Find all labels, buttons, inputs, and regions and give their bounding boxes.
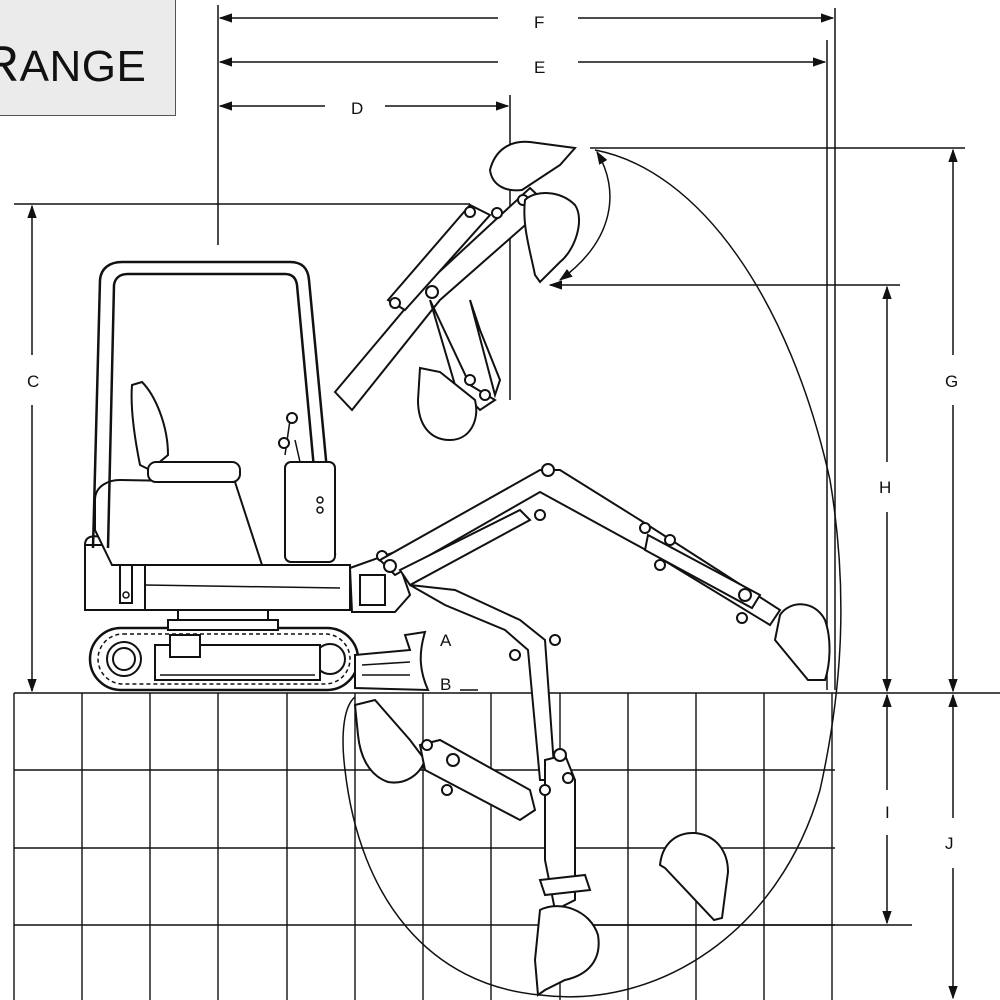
reach-envelope (342, 149, 842, 998)
label-J: J (945, 834, 954, 853)
label-B: B (440, 675, 451, 694)
ground-grid (13, 692, 1000, 1000)
label-C: C (27, 372, 39, 391)
dimension-labels: A B C D E F G H I J (27, 13, 958, 853)
bucket-mid (416, 366, 478, 442)
label-G: G (945, 372, 958, 391)
title-text: RANGE (0, 35, 146, 93)
dimension-lines (14, 5, 965, 1000)
title-rest: ANGE (19, 42, 147, 91)
bucket-high-raised (488, 140, 577, 192)
excavator-machine (83, 260, 430, 692)
canopy-frame (91, 260, 337, 556)
bucket-deep (533, 905, 600, 997)
label-I: I (885, 803, 890, 822)
dozer-blade (354, 630, 430, 692)
label-F: F (534, 13, 544, 32)
title-first-letter: R (0, 36, 20, 92)
label-E: E (534, 58, 545, 77)
bucket-high-curled (523, 192, 580, 284)
bucket-far (658, 831, 730, 922)
bucket-reach (773, 603, 831, 681)
title-box: RANGE (0, 0, 176, 116)
label-H: H (879, 478, 891, 497)
boom-arm-positions (333, 140, 831, 997)
label-D: D (351, 99, 363, 118)
label-A: A (440, 631, 452, 650)
operator-seat (130, 380, 170, 472)
